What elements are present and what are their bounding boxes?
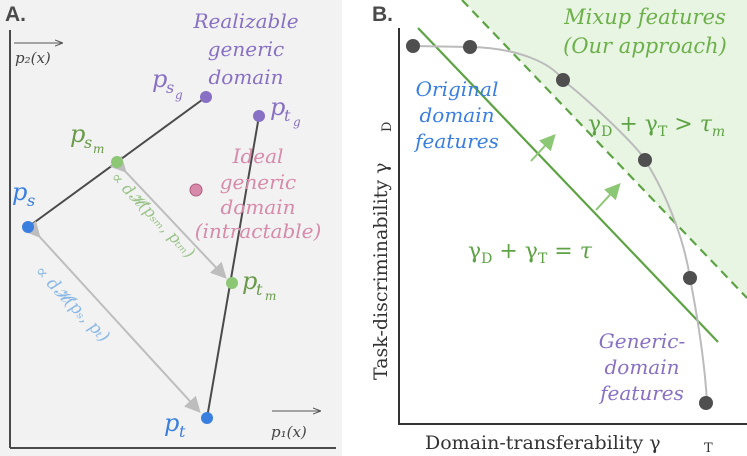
point-ptg <box>253 110 265 122</box>
label-ps: p s <box>12 178 35 210</box>
equation-tau: γD + γT = τ <box>468 239 593 267</box>
y-axis-label: p₂(x) <box>15 49 51 67</box>
svg-text:(Our approach): (Our approach) <box>563 34 727 58</box>
svg-text:m: m <box>93 142 104 156</box>
point-psg <box>200 91 212 103</box>
feature-dot <box>406 39 420 53</box>
panel-a: A. p₂(x) p₁(x) ∝ d𝓗(pₛ, pₜ) ∝ d𝓗(pₛₘ, pₜ… <box>0 0 342 456</box>
svg-text:s: s <box>166 78 174 97</box>
svg-text:p: p <box>70 120 85 148</box>
svg-text:T: T <box>704 441 713 456</box>
label-pt: p t <box>164 409 186 441</box>
svg-text:m: m <box>265 289 276 303</box>
svg-text:p: p <box>270 93 285 121</box>
svg-text:t: t <box>284 106 291 125</box>
tau-line <box>417 27 719 343</box>
original-features-label: Original domain features <box>413 77 499 153</box>
svg-text:s: s <box>84 133 92 152</box>
svg-text:domain: domain <box>208 65 283 89</box>
svg-text:domain: domain <box>220 195 295 219</box>
svg-text:Original: Original <box>416 77 499 101</box>
feature-dot <box>556 73 570 87</box>
svg-text:t: t <box>256 280 263 299</box>
svg-text:generic: generic <box>220 170 297 194</box>
svg-text:Mixup features: Mixup features <box>563 5 726 29</box>
svg-text:g: g <box>175 88 183 102</box>
panel-b-letter: B. <box>372 3 393 26</box>
realizable-domain-label: Realizable generic domain <box>192 9 298 89</box>
mixup-features-label: Mixup features (Our approach) <box>563 5 727 58</box>
line-pt-ptg <box>206 115 260 419</box>
svg-text:p: p <box>164 409 179 437</box>
shift-arrow-upper <box>530 134 556 162</box>
svg-text:domain: domain <box>604 355 679 379</box>
panel-b: B. Domain-transferability γ T Task-discr… <box>370 0 747 456</box>
svg-text:Generic-: Generic- <box>599 329 686 353</box>
label-ptm: p t m <box>242 267 276 303</box>
label-psm: p s m <box>70 120 104 156</box>
label-ptg: p t g <box>270 93 301 129</box>
svg-text:p: p <box>242 267 257 295</box>
svg-text:features: features <box>598 381 684 405</box>
tau-m-dashed-line <box>461 0 747 299</box>
feature-dot <box>683 271 697 285</box>
svg-text:t: t <box>179 422 186 441</box>
equation-tau-text: γD + γT = τ <box>468 239 593 267</box>
svg-text:(intractable): (intractable) <box>195 219 322 243</box>
point-ideal <box>189 183 203 197</box>
point-ptm <box>226 277 238 289</box>
point-pt <box>201 412 213 424</box>
svg-text:p: p <box>12 178 27 206</box>
svg-text:Ideal: Ideal <box>232 144 284 168</box>
svg-text:Domain-transferability γ: Domain-transferability γ <box>425 432 661 454</box>
feature-dot <box>699 396 713 410</box>
svg-text:g: g <box>293 115 301 129</box>
svg-text:p: p <box>152 65 167 93</box>
svg-text:generic: generic <box>208 37 285 61</box>
svg-text:features: features <box>413 129 499 153</box>
b-x-axis-label: Domain-transferability γ T <box>425 432 713 456</box>
equation-tau-m: γD + γT > τm <box>588 112 725 140</box>
x-axis-label: p₁(x) <box>271 423 307 441</box>
shift-arrow-lower <box>595 183 621 211</box>
point-ps <box>22 221 34 233</box>
panel-a-letter: A. <box>5 3 26 26</box>
feature-dot <box>463 40 477 54</box>
b-y-axis-label: Task-discriminability γ D <box>370 122 395 380</box>
svg-text:D: D <box>380 122 395 132</box>
svg-text:Task-discriminability γ: Task-discriminability γ <box>370 163 392 380</box>
point-psm <box>111 156 123 168</box>
generic-features-label: Generic- domain features <box>598 329 685 405</box>
distance-arrow-blue <box>23 220 201 413</box>
svg-text:domain: domain <box>419 103 494 127</box>
label-psg: p s g <box>152 65 183 102</box>
feature-dot <box>638 153 652 167</box>
ideal-domain-label: Ideal generic domain (intractable) <box>195 144 322 243</box>
distance-arrow-green <box>109 155 227 279</box>
equation-tau-m-text: γD + γT > τm <box>588 112 725 140</box>
svg-text:s: s <box>27 191 35 210</box>
svg-text:Realizable: Realizable <box>192 9 298 33</box>
